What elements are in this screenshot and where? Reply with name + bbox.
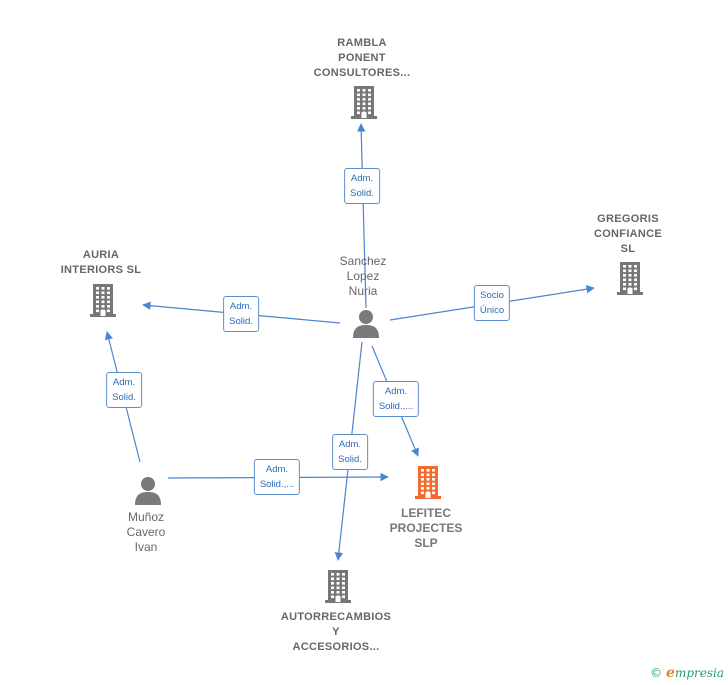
edge-label-munoz-auria[interactable]: Adm. Solid. [106,372,142,408]
node-label-auria[interactable]: AURIA INTERIORS SL [61,248,142,278]
focus-company-building-icon[interactable] [412,464,444,505]
node-label-line: AUTORRECAMBIOS [280,611,392,623]
edge-label-line: Adm. [229,301,253,312]
edge-label-sanchez-rambla[interactable]: Adm. Solid. [344,168,380,204]
node-label-line: LEFITEC [401,506,451,520]
node-label-line: GREGORIS [597,213,659,225]
node-label-autorrecambios[interactable]: AUTORRECAMBIOS Y ACCESORIOS... [281,610,391,655]
node-label-line: RAMBLA [337,37,387,49]
company-building-icon[interactable] [614,260,646,301]
edge-label-line: Solid. [350,188,374,199]
company-building-icon[interactable] [87,282,119,323]
node-label-line: PONENT [338,52,386,64]
brand-name: mpresia [674,666,724,680]
node-label-line: Nuria [348,284,378,298]
edge-sanchez-rambla [357,123,367,309]
node-label-line: Cavero [126,525,166,539]
node-label-line: Muñoz [127,510,165,524]
node-label-line: Y [332,626,340,638]
edge-label-line: Adm. [384,386,408,397]
edge-label-line: Solid. [229,316,253,327]
person-icon[interactable] [351,308,381,343]
edge-label-sanchez-auria[interactable]: Adm. Solid. [223,296,259,332]
node-label-line: Sanchez [339,254,387,268]
copyright-icon: © [650,666,663,680]
edge-label-line: Adm. [265,464,289,475]
edge-label-line: Único [479,305,505,316]
company-building-icon[interactable] [322,568,354,609]
node-label-line: CONFIANCE [593,228,663,240]
node-label-line: AURIA [82,249,120,261]
brand-footer: ©empresia [650,665,724,681]
edge-label-sanchez-lefitec[interactable]: Adm. Solid.,... [372,381,420,417]
node-label-gregoris[interactable]: GREGORIS CONFIANCE SL [594,212,662,257]
edge-label-line: Socio [480,290,504,301]
node-label-line: INTERIORS SL [60,264,142,276]
node-label-line: PROJECTES [389,521,463,535]
edge-label-line: Adm. [350,173,374,184]
edge-label-sanchez-autorrecambios[interactable]: Adm. Solid. [332,434,368,470]
node-label-line: Ivan [134,540,158,554]
edge-label-line: Solid. [112,392,136,403]
node-label-line: SL [620,243,636,255]
node-label-line: Lopez [346,269,380,283]
edge-label-munoz-lefitec[interactable]: Adm. Solid.,... [253,459,301,495]
edge-label-line: Solid. [338,454,362,465]
edge-label-line: Solid.,... [259,479,295,490]
company-building-icon[interactable] [348,84,380,125]
person-icon[interactable] [133,475,163,510]
node-label-line: CONSULTORES... [313,67,411,79]
node-label-line: SLP [414,536,438,550]
node-label-rambla[interactable]: RAMBLA PONENT CONSULTORES... [314,36,411,81]
edge-label-line: Adm. [338,439,362,450]
edge-label-line: Adm. [112,377,136,388]
node-label-line: ACCESORIOS... [292,641,380,653]
brand-initial: e [666,665,675,681]
edge-label-line: Solid.,... [378,401,414,412]
